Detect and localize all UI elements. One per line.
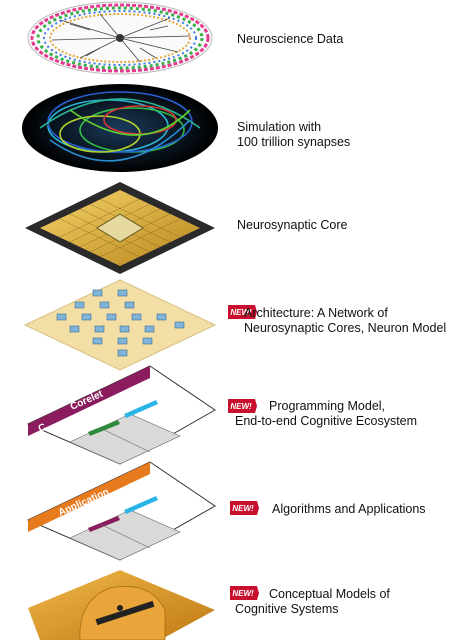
simulation-image	[22, 84, 218, 172]
label-architecture: Architecture: A Network of Neurosynaptic…	[244, 306, 447, 335]
neuroscience-data-image	[27, 1, 213, 75]
new-badge-algorithms: NEW!	[230, 501, 259, 515]
svg-text:NEW!: NEW!	[230, 308, 252, 317]
svg-text:NEW!: NEW!	[230, 402, 252, 411]
neurosynaptic-core-image	[25, 182, 215, 274]
corelet-card-letter: C	[37, 422, 48, 435]
label-algorithms: Algorithms and Applications	[272, 502, 426, 516]
svg-text:NEW!: NEW!	[232, 504, 254, 513]
label-programming: Programming Model, End-to-end Cognitive …	[235, 399, 418, 428]
label-neurosynaptic-core: Neurosynaptic Core	[237, 218, 348, 232]
architecture-grid-image	[23, 279, 217, 371]
label-simulation: Simulation with 100 trillion synapses	[237, 120, 351, 149]
svg-text:NEW!: NEW!	[232, 589, 254, 598]
new-badge-conceptual: NEW!	[230, 586, 259, 600]
new-badge-programming: NEW!	[228, 399, 257, 413]
label-conceptual: Conceptual Models of Cognitive Systems	[235, 587, 390, 616]
corelet-card-image: C Corelet	[26, 365, 216, 465]
cognitive-head-image	[28, 570, 215, 640]
application-card-image: Application	[26, 461, 216, 561]
label-neuroscience: Neuroscience Data	[237, 32, 344, 46]
new-badge-architecture: NEW!	[228, 305, 257, 319]
